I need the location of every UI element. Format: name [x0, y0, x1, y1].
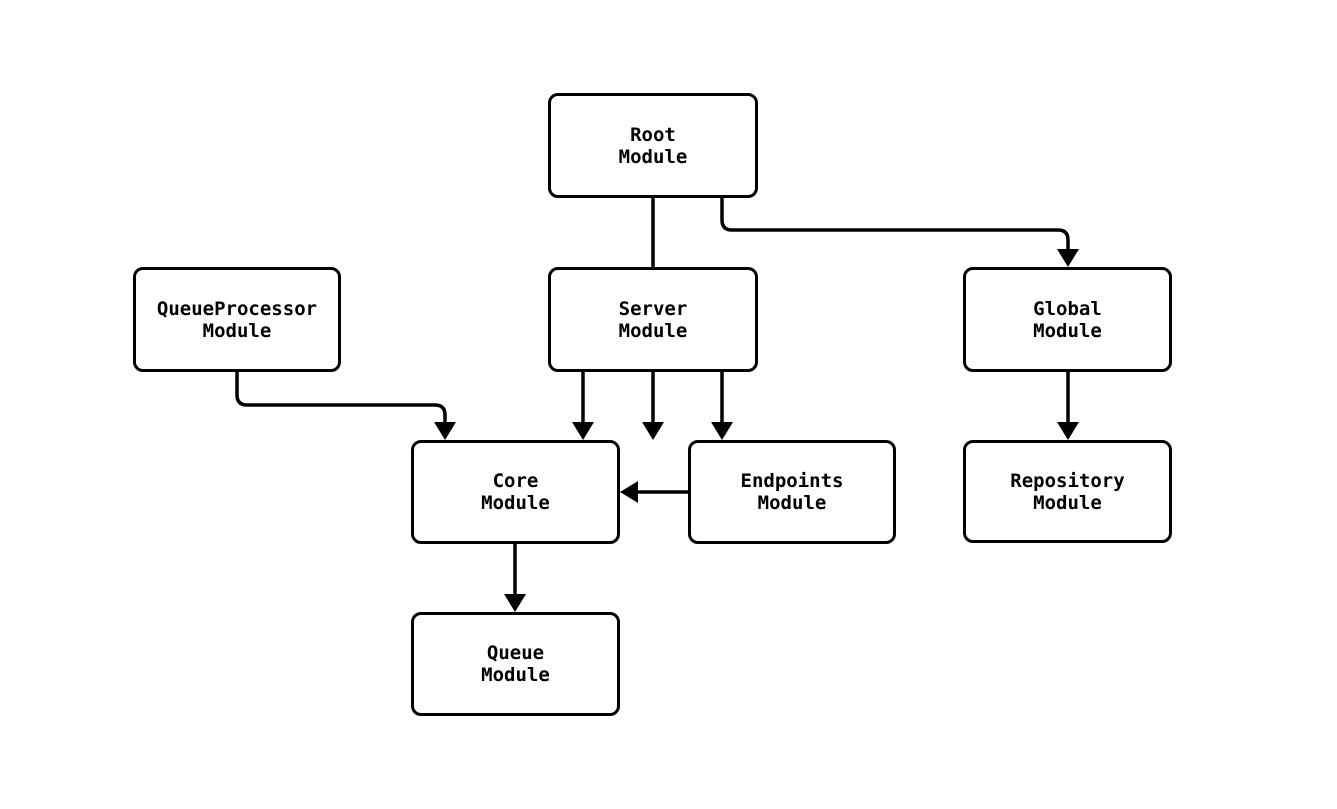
edge-queueprocessor-to-core-line [235, 372, 447, 426]
node-global-module: Global Module [963, 267, 1172, 372]
edge-root-to-global-line [720, 198, 1070, 253]
edge-root-to-server-arrowhead [642, 422, 664, 440]
node-server-module: Server Module [548, 267, 758, 372]
edge-root-to-global-arrowhead [1057, 249, 1079, 267]
node-queueprocessor-module: QueueProcessor Module [133, 267, 341, 372]
edge-queueprocessor-to-core-arrowhead [434, 422, 456, 440]
node-repository-module: Repository Module [963, 440, 1172, 543]
node-label-global: Global Module [1033, 297, 1102, 342]
node-queue-module: Queue Module [411, 612, 620, 716]
node-label-queue: Queue Module [481, 642, 550, 686]
edge-core-to-queue-arrowhead [504, 594, 526, 612]
node-label-repository: Repository Module [1010, 469, 1125, 514]
node-label-root: Root Module [618, 123, 688, 168]
node-endpoints-module: Endpoints Module [688, 440, 896, 544]
edge-server-to-endpoints-arrowhead [711, 422, 733, 440]
node-label-core: Core Module [481, 470, 550, 514]
edge-endpoints-to-core-arrowhead [620, 481, 638, 503]
node-label-server: Server Module [618, 297, 688, 342]
node-core-module: Core Module [411, 440, 620, 544]
node-root-module: Root Module [548, 93, 758, 198]
node-label-queueprocessor: QueueProcessor Module [156, 297, 318, 342]
edge-global-to-repository-arrowhead [1057, 422, 1079, 440]
edge-server-to-core-arrowhead [572, 422, 594, 440]
node-label-endpoints: Endpoints Module [740, 470, 844, 514]
